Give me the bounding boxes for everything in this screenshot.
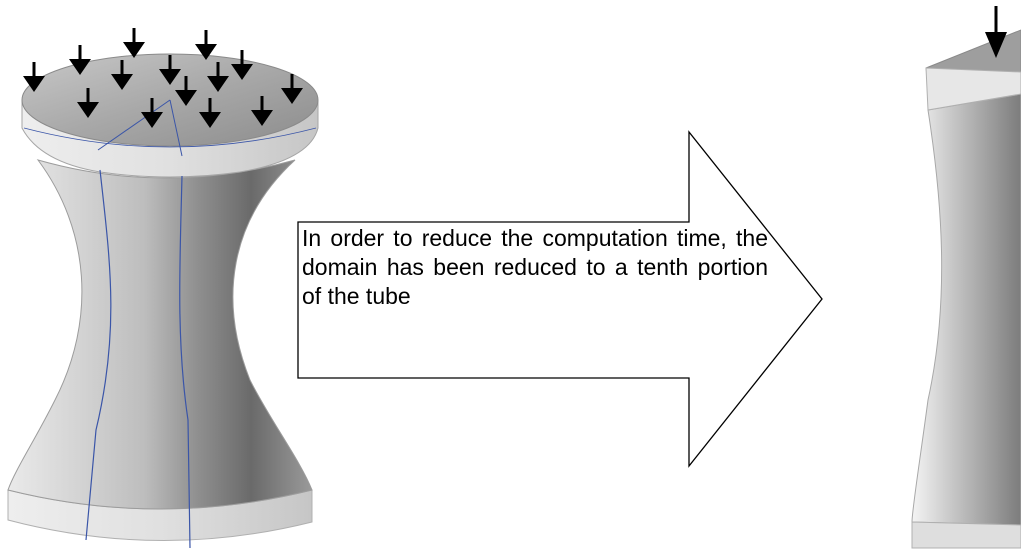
arrow-down-icon	[231, 50, 253, 80]
arrow-down-icon	[175, 76, 197, 106]
arrow-down-icon	[123, 28, 145, 58]
arrow-down-icon	[195, 30, 217, 60]
arrow-down-icon	[199, 98, 221, 128]
arrow-right-icon	[297, 130, 823, 468]
slice-top-band	[925, 67, 1021, 111]
seam-line	[179, 175, 191, 549]
full-tube	[7, 28, 319, 549]
seam-line	[85, 169, 112, 541]
arrow-down-icon	[77, 88, 99, 118]
load-arrows	[23, 28, 303, 128]
tube-slice	[911, 6, 1021, 549]
arrow-down-icon	[159, 55, 181, 85]
seam-line	[23, 127, 317, 148]
annotation-text: In order to reduce the computation time,…	[302, 225, 768, 309]
arrow-down-icon	[23, 62, 45, 92]
tube-body	[7, 159, 313, 510]
arrow-down-icon	[985, 6, 1007, 58]
arrow-down-icon	[69, 45, 91, 75]
arrow-down-icon	[141, 98, 163, 128]
seam-line	[97, 99, 171, 151]
arrow-down-icon	[111, 60, 133, 90]
arrow-down-icon	[207, 62, 229, 92]
arrow-down-icon	[251, 96, 273, 126]
slice-body	[911, 93, 1021, 526]
arrow-down-icon	[281, 74, 303, 104]
slice-bottom-band	[911, 521, 1021, 549]
